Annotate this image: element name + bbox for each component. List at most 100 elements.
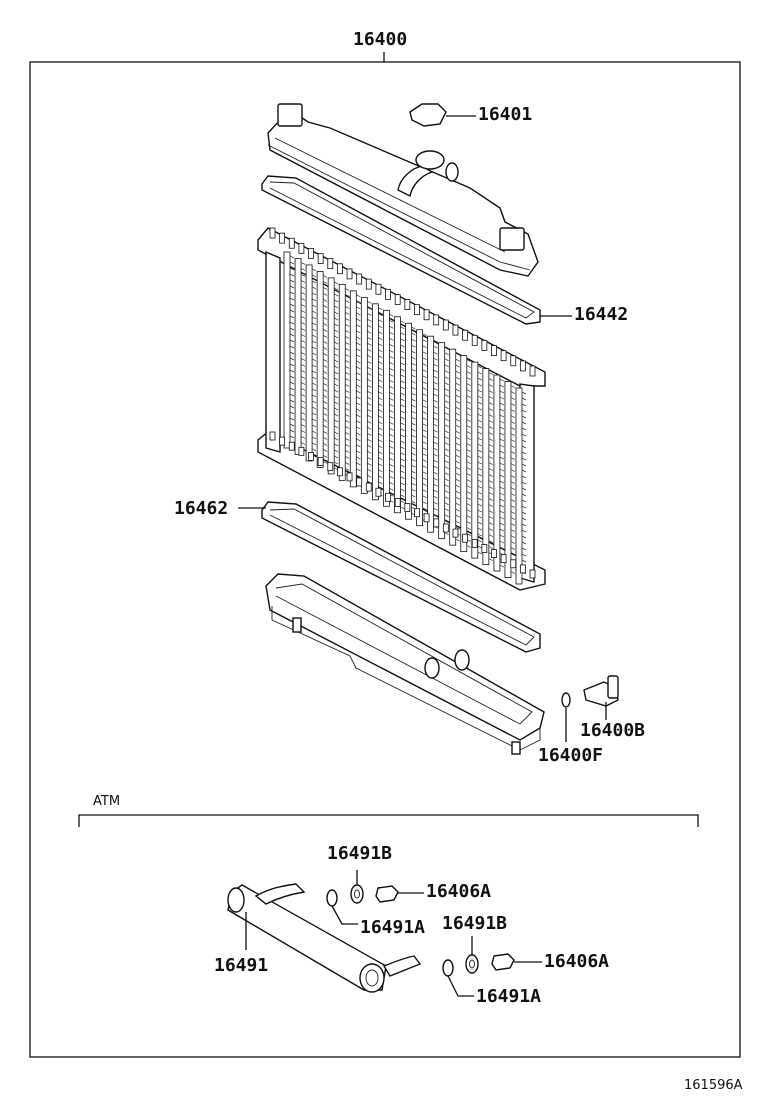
callout-upper-gasket: 16442: [574, 304, 628, 325]
header-tooth: [269, 227, 276, 239]
header-tooth: [394, 294, 401, 305]
header-tooth: [481, 544, 488, 553]
header-tooth: [414, 508, 420, 518]
core-tube: [360, 296, 372, 494]
core-tube: [394, 316, 405, 514]
header-tooth: [442, 523, 449, 533]
header-tooth: [337, 263, 343, 275]
header-tooth: [317, 253, 324, 264]
core-tube: [294, 258, 306, 455]
header-tooth: [365, 482, 372, 492]
callout-lower-gasket: 16462: [174, 498, 228, 519]
washer-b-lower: [465, 936, 479, 974]
header-tooth: [423, 309, 430, 321]
header-tooth: [471, 334, 478, 346]
core-tube: [416, 329, 427, 527]
upper-tank: [267, 103, 539, 277]
header-tooth: [356, 273, 363, 285]
callout-washer-a-upper: 16491A: [360, 917, 425, 938]
header-tooth: [442, 319, 449, 331]
atm-group-label: ATM: [93, 794, 120, 809]
callout-washer-b-upper: 16491B: [327, 843, 392, 864]
callout-drain-oring: 16400F: [538, 745, 603, 766]
header-tooth: [298, 446, 305, 456]
diagram-frame: [29, 61, 741, 1058]
core-tube: [504, 381, 516, 578]
core-tube: [515, 387, 527, 585]
header-tooth: [414, 304, 420, 316]
header-tooth: [433, 518, 440, 528]
header-tooth: [346, 472, 353, 482]
header-tooth: [529, 365, 536, 377]
header-tooth: [337, 467, 343, 477]
core-tube: [482, 368, 494, 565]
callout-washer-a-lower: 16491A: [476, 986, 541, 1007]
radiator-cap: [409, 103, 476, 127]
washer-a-lower: [442, 959, 474, 997]
core-tube: [283, 251, 295, 449]
core-tube: [371, 303, 383, 501]
washer-b-upper: [350, 870, 364, 904]
header-tooth: [481, 340, 488, 351]
header-tooth: [510, 355, 517, 367]
header-tooth: [279, 232, 286, 244]
header-tooth: [317, 457, 324, 466]
header-tooth: [510, 559, 517, 569]
header-tooth: [462, 329, 468, 341]
header-tooth: [365, 278, 372, 290]
callout-washer-b-lower: 16491B: [442, 913, 507, 934]
washer-a-upper: [326, 889, 358, 925]
core-tube: [327, 277, 339, 475]
header-tooth: [529, 569, 536, 579]
header-tooth: [279, 436, 286, 446]
callout-nut-lower: 16406A: [544, 951, 609, 972]
core-tube: [349, 290, 361, 488]
core-tube: [493, 374, 505, 572]
header-tooth: [404, 299, 411, 310]
header-tooth: [327, 258, 334, 270]
core-tube: [316, 271, 328, 468]
core-tube: [405, 322, 416, 520]
core-tube: [338, 283, 350, 481]
atm-bracket: [78, 814, 699, 827]
nut-lower: [491, 953, 542, 971]
header-tooth: [288, 441, 295, 451]
callout-drain-cock: 16400B: [580, 720, 645, 741]
header-tooth: [385, 288, 391, 300]
core-tube: [427, 335, 438, 533]
header-tooth: [394, 498, 401, 507]
lower-tank: [265, 573, 545, 755]
core-tube: [460, 355, 471, 553]
header-tooth: [375, 487, 382, 497]
header-tooth: [288, 237, 295, 249]
core-tube: [449, 348, 460, 546]
core-tube: [471, 361, 482, 559]
header-tooth: [433, 314, 440, 326]
drain-cock: [583, 675, 619, 720]
header-tooth: [385, 492, 391, 502]
header-tooth: [308, 452, 314, 461]
callout-nut-upper: 16406A: [426, 881, 491, 902]
header-tooth: [346, 268, 353, 280]
header-tooth: [500, 350, 507, 362]
drain-oring: [561, 692, 571, 742]
header-tooth: [491, 345, 497, 356]
upper-gasket: [261, 175, 572, 325]
header-tooth: [375, 283, 382, 295]
header-tooth: [462, 533, 468, 543]
callout-cooler-pipe: 16491: [214, 955, 268, 976]
assembly-label: 16400: [353, 29, 407, 50]
header-tooth: [452, 324, 459, 336]
lower-gasket: [238, 501, 541, 653]
figure-id: 161596A: [684, 1078, 743, 1093]
header-tooth: [519, 360, 526, 372]
core-tube: [305, 264, 317, 462]
header-tooth: [356, 477, 363, 487]
header-tooth: [500, 554, 507, 564]
header-tooth: [491, 549, 497, 558]
header-tooth: [298, 242, 305, 254]
header-tooth: [327, 462, 334, 472]
header-tooth: [404, 503, 411, 512]
header-tooth: [471, 538, 478, 548]
